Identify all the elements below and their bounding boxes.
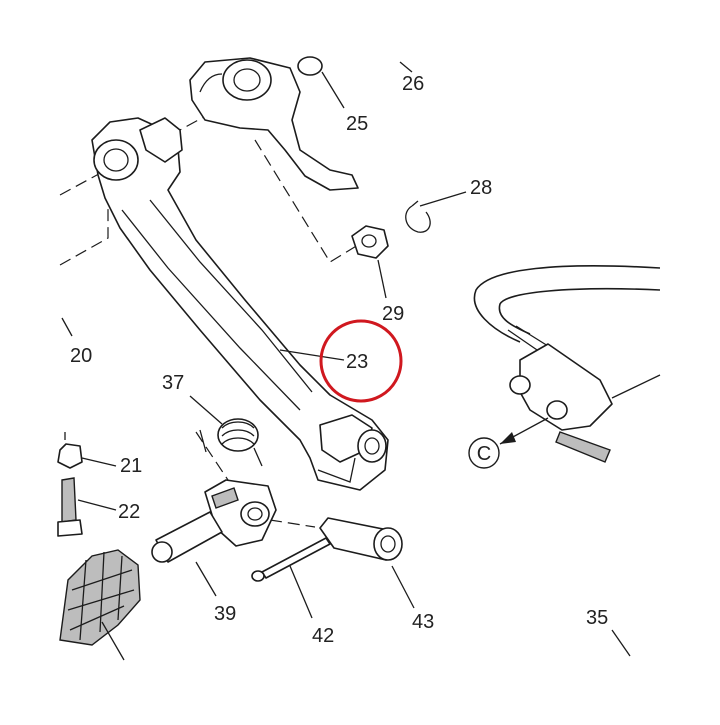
callout-21: 21 — [120, 455, 142, 477]
footpeg-rubber-grip — [59, 549, 141, 646]
part-28-circlip — [405, 200, 431, 233]
callout-25: 25 — [346, 113, 368, 135]
connector-marker-circle — [468, 437, 500, 469]
highlight-ring — [319, 319, 403, 403]
part-25-bracket — [189, 56, 359, 191]
callout-28: 28 — [470, 177, 492, 199]
callout-26: 26 — [402, 73, 424, 95]
part-22-bolt — [57, 477, 83, 537]
callout-39: 39 — [214, 603, 236, 625]
callout-20: 20 — [70, 345, 92, 367]
callout-37: 37 — [162, 372, 184, 394]
callout-29: 29 — [382, 303, 404, 325]
leader-lines — [61, 61, 631, 661]
callout-labels: 26 25 28 29 23 20 37 21 22 39 42 43 35 — [70, 73, 608, 647]
callout-23: 23 — [346, 351, 368, 373]
part-43-bushing — [319, 517, 403, 561]
part-42-split-pin — [251, 537, 331, 582]
part-21-nut — [57, 432, 83, 469]
part-37-spring — [199, 418, 263, 467]
callout-43: 43 — [412, 611, 434, 633]
callout-22: 22 — [118, 501, 140, 523]
part-23-shift-lever — [91, 117, 389, 491]
part-39-pivot-block — [151, 479, 277, 563]
part-35-switch-assembly — [473, 265, 661, 463]
part-29-nut — [351, 225, 389, 259]
callout-42: 42 — [312, 625, 334, 647]
callout-35: 35 — [586, 607, 608, 629]
connector-marker-label: C — [477, 443, 491, 465]
